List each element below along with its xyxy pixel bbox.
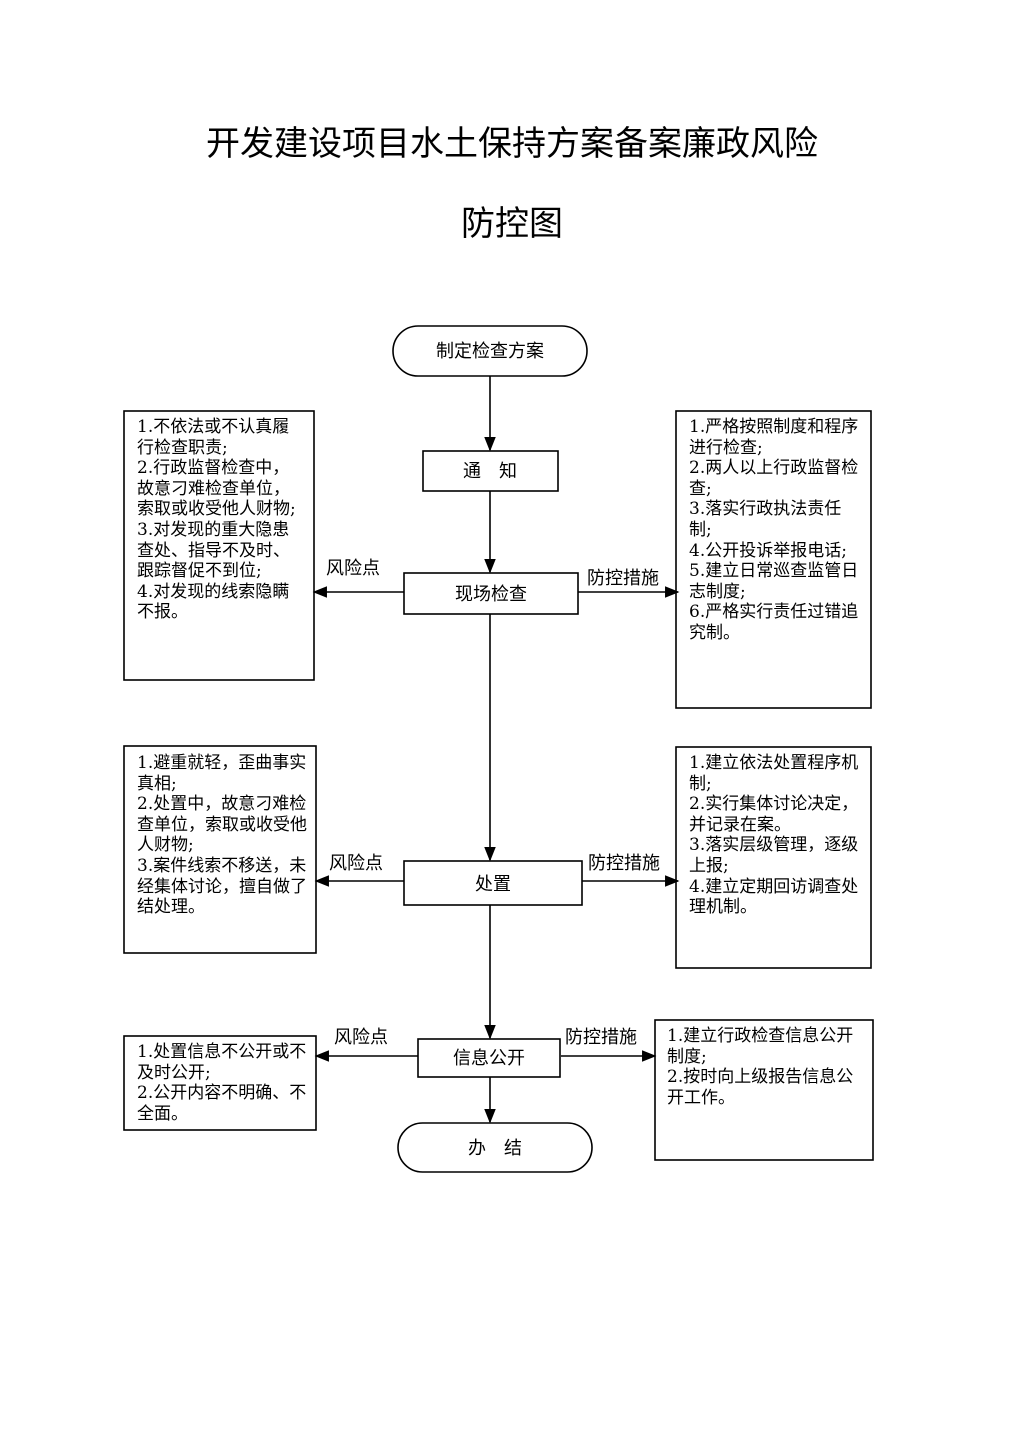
inspect-control-text: 1.严格按照制度和程序进行检查; 2.两人以上行政监督检查; 3.落实行政执法责… xyxy=(689,417,859,643)
inspect-risk-box xyxy=(123,410,315,681)
node-end-label: 办 结 xyxy=(468,1138,522,1159)
edge-label-publish-risk: 风险点 xyxy=(334,1027,388,1048)
edge-label-inspect-control: 防控措施 xyxy=(587,568,659,589)
node-notify-label: 通 知 xyxy=(463,461,517,482)
node-start xyxy=(392,325,588,377)
inspect-control-box xyxy=(675,410,872,709)
node-start-label: 制定检查方案 xyxy=(436,341,544,362)
publish-control-text: 1.建立行政检查信息公开制度; 2.按时向上级报告信息公开工作。 xyxy=(667,1026,854,1108)
node-publish-label: 信息公开 xyxy=(453,1048,525,1069)
edge-label-inspect-risk: 风险点 xyxy=(326,558,380,579)
handle-control-box xyxy=(675,746,872,969)
node-end xyxy=(397,1122,593,1173)
publish-control-box xyxy=(654,1019,874,1161)
page-title: 开发建设项目水土保持方案备案廉政风险 xyxy=(206,124,818,164)
handle-risk-box xyxy=(123,745,317,954)
handle-risk-text: 1.避重就轻，歪曲事实真相; 2.处置中，故意刁难检查单位，索取或收受他人财物;… xyxy=(137,753,307,918)
inspect-risk-text: 1.不依法或不认真履行检查职责; 2.行政监督检查中，故意刁难检查单位，索取或收… xyxy=(137,417,296,623)
edge-label-handle-risk: 风险点 xyxy=(329,853,383,874)
page-subtitle: 防控图 xyxy=(461,204,563,244)
node-publish xyxy=(417,1038,561,1078)
node-inspect-label: 现场检查 xyxy=(455,584,527,605)
node-handle xyxy=(403,860,583,906)
publish-risk-box xyxy=(123,1035,317,1131)
node-inspect xyxy=(403,572,579,615)
node-handle-label: 处置 xyxy=(475,874,511,895)
node-notify xyxy=(422,450,559,492)
edge-label-publish-control: 防控措施 xyxy=(565,1027,637,1048)
handle-control-text: 1.建立依法处置程序机制; 2.实行集体讨论决定，并记录在案。 3.落实层级管理… xyxy=(689,753,859,918)
edge-label-handle-control: 防控措施 xyxy=(588,853,660,874)
publish-risk-text: 1.处置信息不公开或不及时公开; 2.公开内容不明确、不全面。 xyxy=(137,1042,307,1124)
